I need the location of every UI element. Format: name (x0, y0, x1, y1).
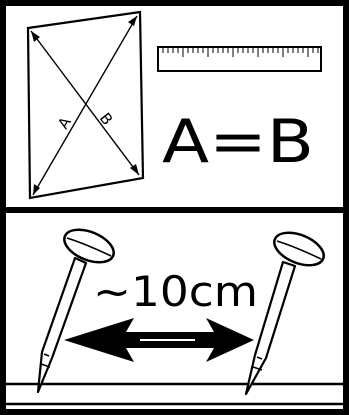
double-arrow-icon (64, 318, 254, 362)
frame-outline (26, 10, 145, 200)
bottom-panel: ~10cm (6, 228, 343, 406)
left-nail-icon (36, 228, 115, 394)
right-nail-icon (244, 231, 325, 396)
equation-text: A=B (162, 107, 314, 177)
diagonal-a (30, 30, 140, 176)
distance-label: ~10cm (93, 267, 258, 316)
ruler-icon (157, 46, 322, 72)
diagonal-b (32, 15, 138, 196)
